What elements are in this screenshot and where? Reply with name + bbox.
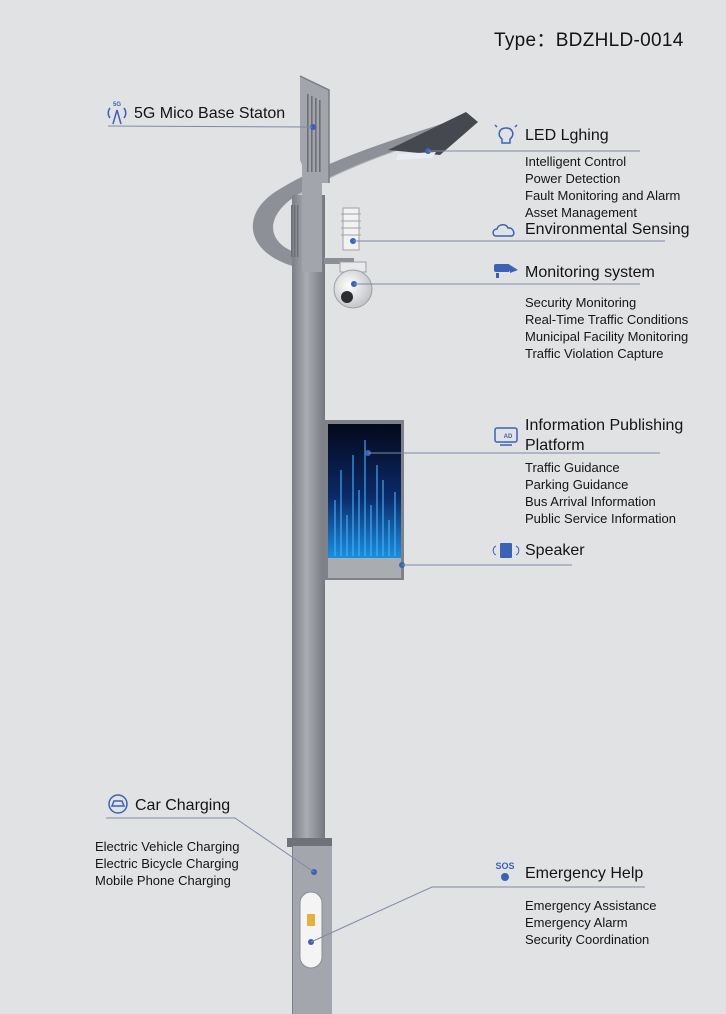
led-item: Intelligent Control (525, 154, 627, 169)
monitoring-item: Security Monitoring (525, 295, 637, 310)
environment-sensor (341, 207, 361, 251)
info-title-line1: Information Publishing (525, 417, 684, 434)
info-list: Traffic Guidance Parking Guidance Bus Ar… (525, 459, 676, 527)
car-charging-item: Electric Vehicle Charging (95, 839, 240, 854)
info-item: Parking Guidance (525, 477, 629, 492)
monitoring-item: Municipal Facility Monitoring (525, 329, 689, 344)
model-number: BDZHLD-0014 (555, 30, 684, 51)
led-display-panel (322, 420, 405, 580)
car-charging-title: Car Charging (135, 797, 231, 814)
emergency-list: Emergency Assistance Emergency Alarm Sec… (525, 897, 657, 948)
5g-antenna-icon (107, 107, 127, 125)
dome-camera (333, 261, 373, 309)
led-item: Power Detection (525, 171, 621, 186)
car-icon (108, 794, 128, 814)
base-station-title: 5G Mico Base Staton (134, 105, 286, 122)
environment-title: Environmental Sensing (525, 221, 690, 238)
cctv-camera-icon (494, 264, 518, 278)
model-type: Type：BDZHLD-0014 (494, 25, 684, 52)
car-charging-item: Mobile Phone Charging (95, 873, 231, 888)
emergency-item: Emergency Assistance (525, 898, 657, 913)
bulb-icon (494, 124, 518, 144)
monitoring-title: Monitoring system (525, 264, 655, 281)
monitoring-list: Security Monitoring Real-Time Traffic Co… (525, 294, 688, 362)
info-item: Public Service Information (525, 511, 677, 526)
type-label: Type： (494, 30, 556, 51)
info-item: Bus Arrival Information (525, 494, 656, 509)
car-charging-list: Electric Vehicle Charging Electric Bicyc… (95, 838, 240, 889)
cloud-icon (492, 224, 515, 237)
emergency-item: Emergency Alarm (525, 915, 628, 930)
speaker-title: Speaker (525, 542, 585, 559)
sos-icon: SOS (495, 861, 515, 881)
led-item: Asset Management (525, 205, 638, 220)
svg-text:AD: AD (504, 434, 513, 440)
monitoring-item: Real-Time Traffic Conditions (525, 312, 689, 327)
info-title-line2: Platform (525, 437, 585, 454)
monitoring-item: Traffic Violation Capture (525, 346, 664, 361)
emergency-title: Emergency Help (525, 865, 644, 882)
svg-text:5G: 5G (113, 102, 121, 108)
base-cabinet (287, 838, 332, 1014)
car-charging-item: Electric Bicycle Charging (95, 856, 239, 871)
emergency-item: Security Coordination (525, 932, 650, 947)
led-list: Intelligent Control Power Detection Faul… (525, 153, 680, 221)
screen-icon: AD (494, 427, 518, 446)
info-item: Traffic Guidance (525, 460, 620, 475)
info-title: Information Publishing Platform (525, 416, 683, 456)
speaker-icon (492, 543, 520, 558)
led-title: LED Lghing (525, 127, 609, 144)
led-item: Fault Monitoring and Alarm (525, 188, 681, 203)
lamp-head (388, 112, 478, 155)
svg-text:SOS: SOS (495, 861, 514, 871)
